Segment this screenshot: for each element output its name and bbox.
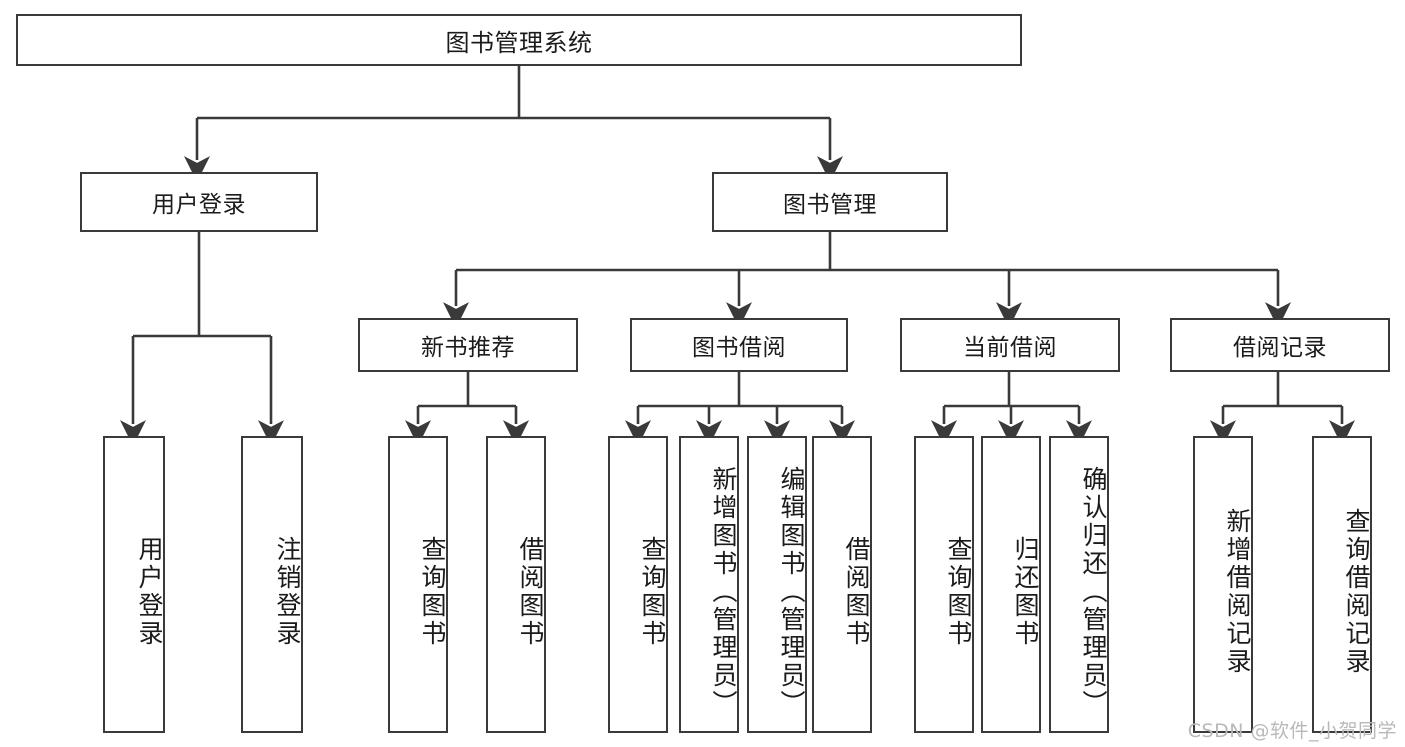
leaf-confirm-return-admin[interactable]: 确认归还（管理员） [1049, 436, 1109, 733]
node-new-book-recommend[interactable]: 新书推荐 [358, 318, 578, 372]
leaf-query-borrow-record[interactable]: 查询借阅记录 [1312, 436, 1372, 733]
leaf-add-borrow-record[interactable]: 新增借阅记录 [1193, 436, 1253, 733]
leaf-edit-book-admin[interactable]: 编辑图书（管理员） [747, 436, 807, 733]
node-user-login[interactable]: 用户登录 [80, 172, 318, 232]
leaf-borrow-book[interactable]: 借阅图书 [812, 436, 872, 733]
leaf-query-book-current[interactable]: 查询图书 [914, 436, 974, 733]
watermark-text: CSDN @软件_小贺同学 [1187, 720, 1397, 742]
node-book-borrow[interactable]: 图书借阅 [630, 318, 848, 372]
leaf-query-book-borrow[interactable]: 查询图书 [608, 436, 668, 733]
leaf-user-logout[interactable]: 注销登录 [241, 436, 303, 733]
leaf-user-login[interactable]: 用户登录 [103, 436, 165, 733]
node-borrow-record[interactable]: 借阅记录 [1170, 318, 1390, 372]
leaf-query-book-recommend[interactable]: 查询图书 [388, 436, 448, 733]
leaf-return-book[interactable]: 归还图书 [981, 436, 1041, 733]
node-book-management[interactable]: 图书管理 [712, 172, 948, 232]
node-current-borrow[interactable]: 当前借阅 [900, 318, 1120, 372]
leaf-borrow-book-recommend[interactable]: 借阅图书 [486, 436, 546, 733]
leaf-add-book-admin[interactable]: 新增图书（管理员） [679, 436, 739, 733]
node-root-system[interactable]: 图书管理系统 [16, 14, 1022, 66]
